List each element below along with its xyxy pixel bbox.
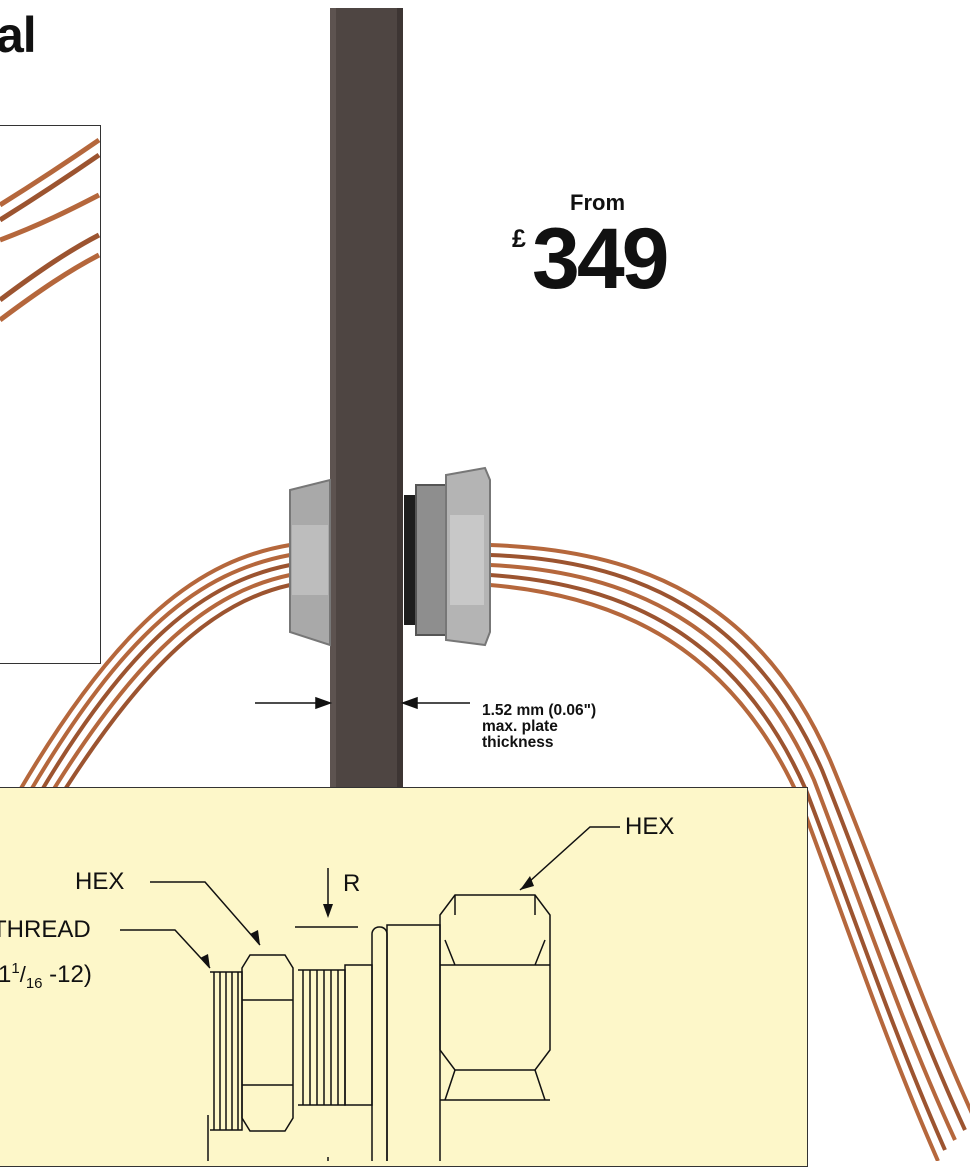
left-hex-nut bbox=[289, 478, 331, 647]
thread-spec-prefix: (1 bbox=[0, 961, 12, 988]
mounting-plate bbox=[330, 8, 403, 798]
page-heading-fragment: al bbox=[0, 7, 37, 63]
small-hex-outline bbox=[241, 954, 294, 1132]
thread-spec-sup: 1 bbox=[11, 960, 20, 977]
thread-spec: (11/16 -12) bbox=[0, 960, 92, 992]
wire-bundle-left bbox=[18, 543, 291, 812]
detail-inset-frame bbox=[0, 125, 101, 664]
thread-left bbox=[210, 971, 243, 1131]
thread-spec-sub: 16 bbox=[25, 974, 43, 992]
thread-label: THREAD bbox=[0, 916, 91, 943]
price-currency: £ bbox=[512, 225, 526, 253]
thread-spec-suffix: -12) bbox=[42, 961, 92, 988]
technical-diagram-panel bbox=[0, 787, 808, 1167]
r-dimension-label: R bbox=[343, 870, 361, 897]
hex-label-large: HEX bbox=[625, 813, 675, 840]
note-line-2: max. plate bbox=[482, 718, 558, 735]
price-amount: 349 bbox=[532, 211, 669, 307]
hex-label-small: HEX bbox=[75, 868, 125, 895]
plate-thickness-note: 1.52 mm (0.06") max. plate thickness bbox=[482, 703, 682, 751]
fitting-body bbox=[386, 924, 441, 1161]
thread-right bbox=[298, 969, 346, 1106]
price-from-label: From bbox=[570, 190, 625, 215]
inset-wires bbox=[0, 137, 101, 323]
note-line-1: 1.52 mm (0.06") bbox=[482, 702, 597, 719]
o-ring bbox=[371, 926, 388, 1161]
large-hex-outline bbox=[439, 894, 551, 1071]
thickness-arrows bbox=[255, 696, 470, 710]
note-line-3: thickness bbox=[482, 734, 554, 751]
right-fitting bbox=[404, 466, 491, 647]
